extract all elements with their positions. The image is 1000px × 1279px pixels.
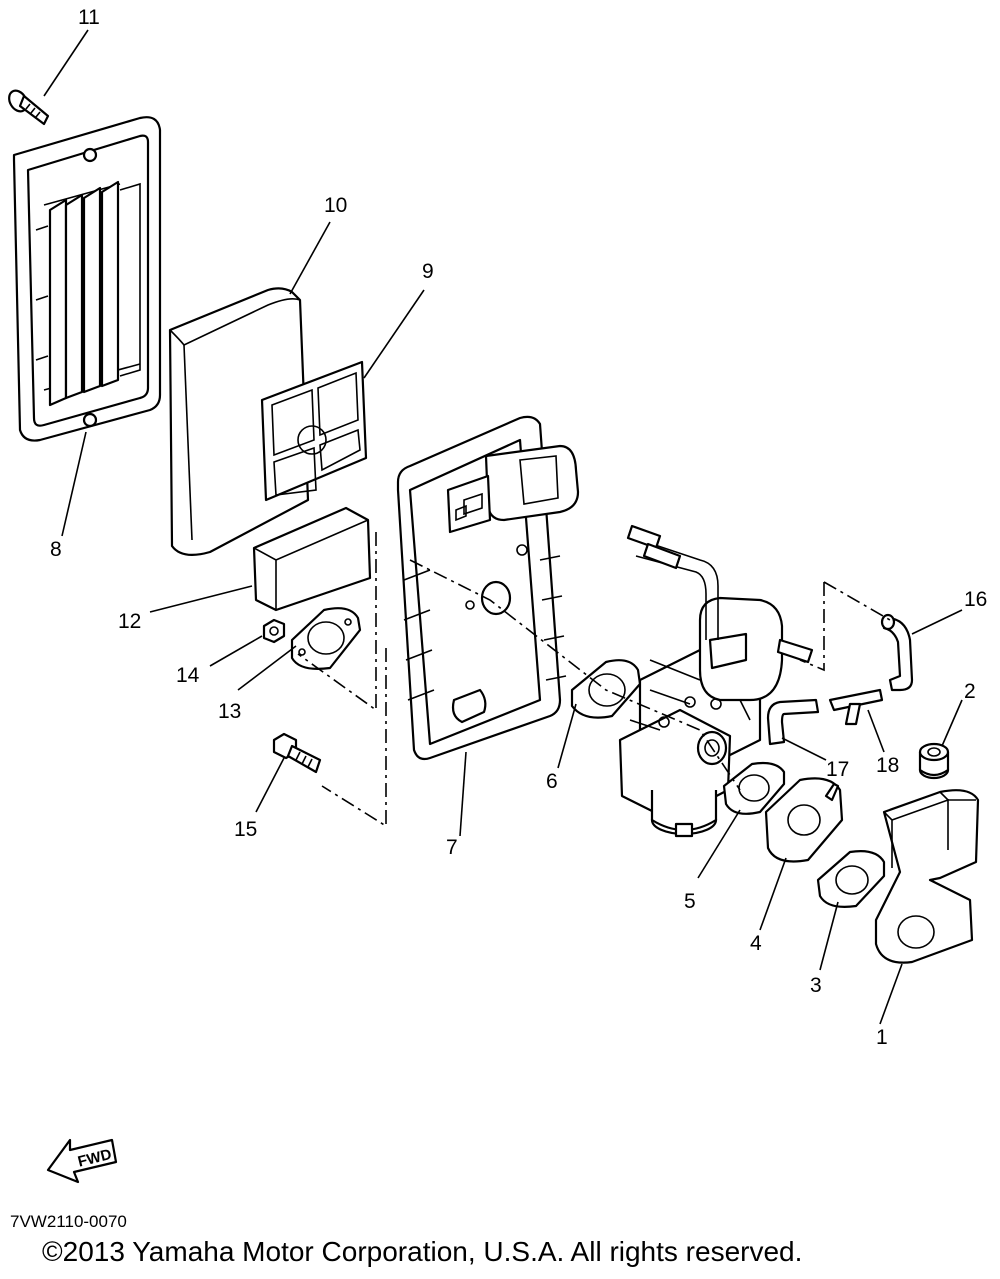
sponge-part-12[interactable] [252,506,372,612]
joint-part-18[interactable] [828,688,884,726]
carburetor-assembly[interactable] [618,524,814,838]
insulator-part-4[interactable] [764,777,844,863]
callout-1: 1 [876,1026,888,1049]
callout-13: 13 [218,700,241,723]
nut-part-14[interactable] [262,618,286,644]
intake-silencer-part-7[interactable] [396,415,580,761]
callout-12: 12 [118,610,141,633]
assembly-center-lines [297,532,891,828]
grommet-part-2[interactable] [918,742,950,780]
copyright-notice: ©2013 Yamaha Motor Corporation, U.S.A. A… [42,1236,803,1267]
bracket-part-1[interactable] [874,789,980,964]
callout-4: 4 [750,932,762,955]
callout-labels: 11 10 9 8 12 14 13 15 7 6 5 4 3 1 2 16 1… [50,6,987,1049]
figure-code: 7VW2110-0070 [10,1212,127,1231]
bolt-part-15[interactable] [272,732,322,774]
element-frame-part-9[interactable] [260,360,368,502]
hose-part-17[interactable] [766,698,820,746]
gasket-part-6[interactable] [570,659,642,719]
callout-5: 5 [684,890,696,913]
hose-part-16[interactable] [880,613,914,692]
callout-2: 2 [964,680,976,703]
callout-9: 9 [422,260,434,283]
callout-7: 7 [446,836,458,859]
callout-15: 15 [234,818,257,841]
forward-direction-arrow: FWD [46,1138,118,1184]
callout-8: 8 [50,538,62,561]
callout-16: 16 [964,588,987,611]
callout-10: 10 [324,194,347,217]
callout-6: 6 [546,770,558,793]
gasket-part-3[interactable] [816,850,886,908]
callout-18: 18 [876,754,899,777]
screw-part-11[interactable] [6,87,50,126]
leader-lines [43,29,963,1025]
air-filter-case-part-8[interactable] [12,116,162,442]
callout-14: 14 [176,664,200,687]
callout-11: 11 [78,6,100,29]
exploded-view-diagram: FWD 11 10 9 8 12 14 13 [6,6,987,1184]
gasket-part-13[interactable] [290,607,362,670]
callout-3: 3 [810,974,822,997]
callout-17: 17 [826,758,849,781]
